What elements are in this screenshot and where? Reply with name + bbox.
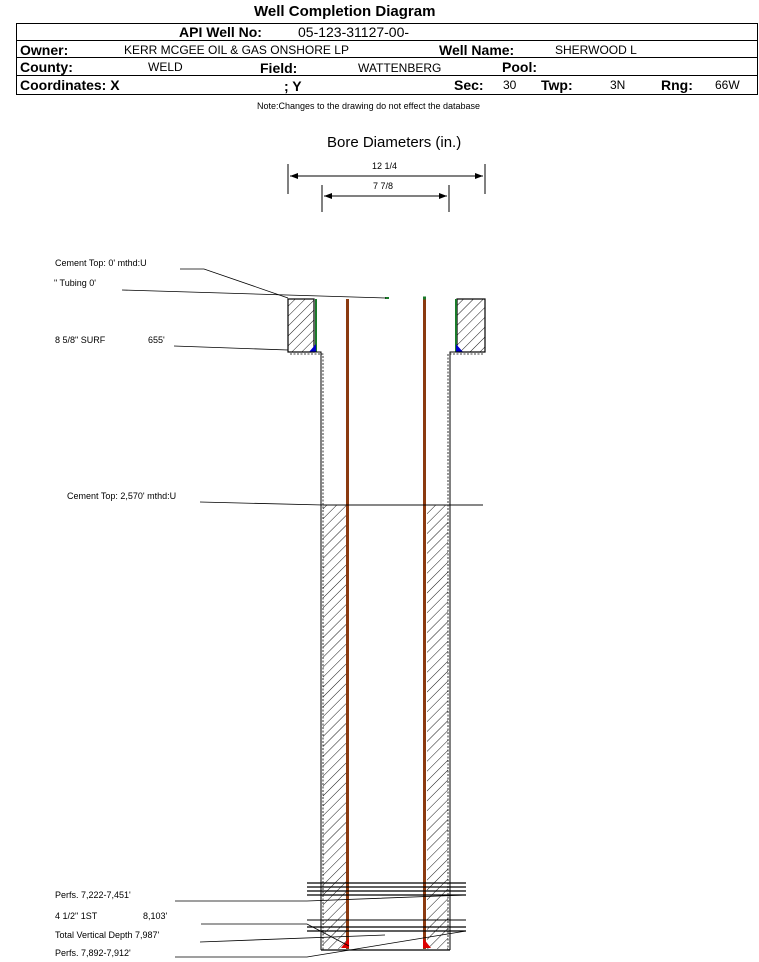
header-row-owner: Owner: KERR MCGEE OIL & GAS ONSHORE LP W… xyxy=(16,40,758,58)
production-shoe-left xyxy=(341,938,349,948)
leader-prod-casing xyxy=(201,923,350,947)
production-shoe-right xyxy=(423,938,431,948)
borehole-wall-right-inner xyxy=(447,353,483,950)
county-value: WELD xyxy=(148,60,183,74)
label-perfs-lower: Perfs. 7,892-7,912' xyxy=(55,948,131,958)
api-label: API Well No: xyxy=(179,24,262,40)
twp-label: Twp: xyxy=(541,77,573,93)
production-casing-right xyxy=(423,299,426,949)
bore-inner-label: 7 7/8 xyxy=(373,181,394,191)
leader-tubing xyxy=(121,289,387,299)
coordinates-y-label: ; Y xyxy=(284,78,302,94)
county-label: County: xyxy=(20,59,73,75)
field-label: Field: xyxy=(260,60,298,76)
label-surf-casing-size: 8 5/8" SURF xyxy=(55,335,106,345)
header-row-county: County: WELD Field: WATTENBERG Pool: xyxy=(16,58,758,76)
borehole-wall-left xyxy=(288,351,322,950)
production-cement-left xyxy=(323,505,347,949)
perforations-lower xyxy=(307,919,466,932)
bore-dimensions xyxy=(287,164,486,212)
leader-surf-casing xyxy=(173,345,289,351)
owner-label: Owner: xyxy=(20,42,69,58)
leader-tvd xyxy=(199,934,386,943)
leader-cement-top-prod xyxy=(199,501,483,506)
field-value: WATTENBERG xyxy=(358,61,442,75)
surface-shoe-left xyxy=(309,344,316,352)
leader-perfs-lower xyxy=(175,930,467,958)
borehole-wall-right xyxy=(449,351,485,950)
sec-label: Sec: xyxy=(454,77,484,93)
rng-label: Rng: xyxy=(661,77,693,93)
pool-label: Pool: xyxy=(502,59,537,75)
surface-shoe-right xyxy=(456,344,463,352)
label-prod-casing-size: 4 1/2" 1ST xyxy=(55,911,98,921)
production-casing-left xyxy=(346,299,349,949)
sec-value: 30 xyxy=(503,78,517,92)
rng-value: 66W xyxy=(715,78,740,92)
database-note: Note:Changes to the drawing do not effec… xyxy=(257,101,480,111)
label-prod-casing-depth: 8,103' xyxy=(143,911,168,921)
leader-perfs-upper xyxy=(175,894,467,902)
label-cement-top-surface: Cement Top: 0' mthd:U xyxy=(55,258,147,268)
label-cement-top-prod: Cement Top: 2,570' mthd:U xyxy=(67,491,177,501)
surface-cement-left xyxy=(287,298,315,353)
leader-cement-top-surface xyxy=(180,268,289,299)
label-tvd: Total Vertical Depth 7,987' xyxy=(55,930,160,940)
label-surf-casing-depth: 655' xyxy=(148,335,165,345)
bore-diameters-title: Bore Diameters (in.) xyxy=(327,134,462,151)
api-value: 05-123-31127-00- xyxy=(298,24,410,40)
header-row-api: API Well No: 05-123-31127-00- xyxy=(16,23,758,40)
coordinates-label: Coordinates: X xyxy=(20,77,120,93)
borehole-wall-left-inner xyxy=(290,353,324,950)
surface-cement-right xyxy=(456,298,486,353)
header-row-coordinates: Coordinates: X ; Y Sec: 30 Twp: 3N Rng: … xyxy=(16,76,758,95)
page-title: Well Completion Diagram xyxy=(254,3,436,20)
well-name-value: SHERWOOD L xyxy=(555,43,637,57)
perforations-upper xyxy=(307,882,466,896)
well-name-label: Well Name: xyxy=(439,42,515,58)
production-cement-right xyxy=(427,505,448,949)
owner-value: KERR MCGEE OIL & GAS ONSHORE LP xyxy=(124,43,349,57)
label-perfs-upper: Perfs. 7,222-7,451' xyxy=(55,890,131,900)
twp-value: 3N xyxy=(610,78,626,92)
label-tubing: " Tubing 0' xyxy=(54,278,96,288)
bore-outer-label: 12 1/4 xyxy=(372,161,398,171)
